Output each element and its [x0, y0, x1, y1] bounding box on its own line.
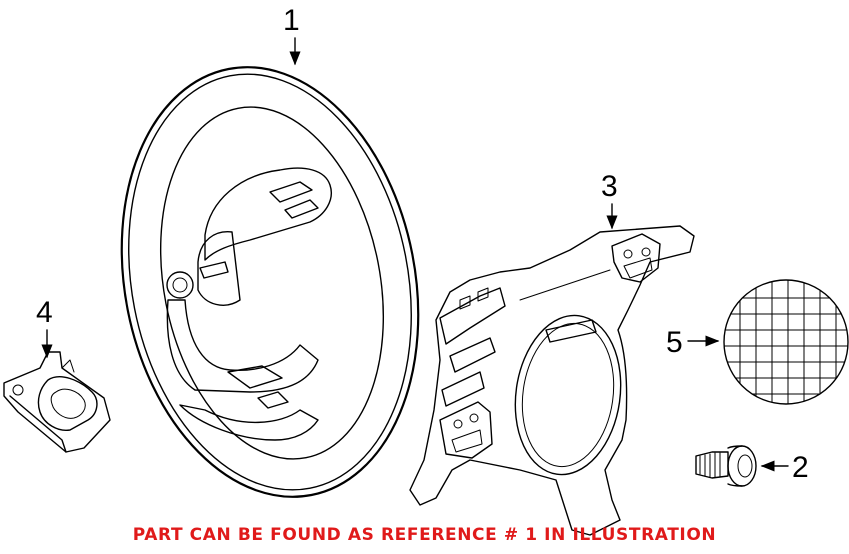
steering-wheel	[120, 66, 420, 498]
callout-4: 4	[36, 296, 53, 329]
mounting-clip	[3, 351, 111, 453]
callout-2: 2	[792, 451, 809, 484]
callout-1: 1	[283, 4, 300, 37]
callout-5: 5	[666, 326, 683, 359]
emblem-badge	[723, 279, 849, 405]
steering-wheel-trim-cover	[409, 225, 695, 536]
callout-3: 3	[601, 170, 618, 203]
bolt	[695, 445, 757, 487]
reference-note: PART CAN BE FOUND AS REFERENCE # 1 IN IL…	[132, 525, 717, 545]
